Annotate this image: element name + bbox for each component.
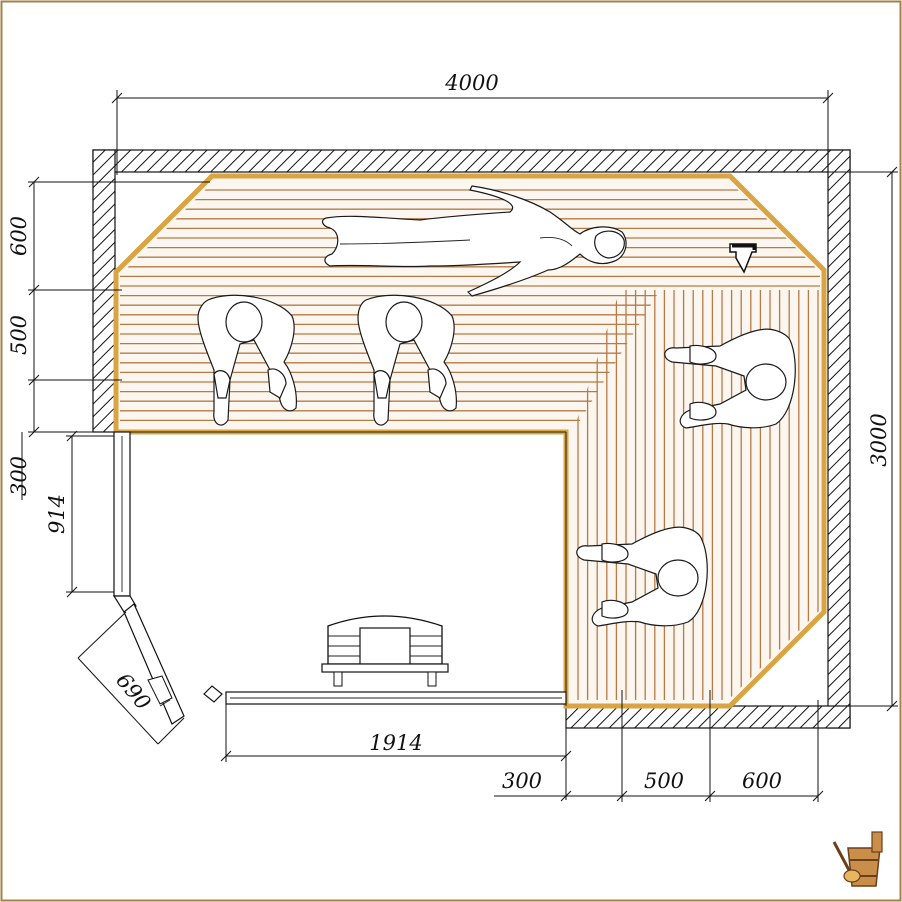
sitting-person-figure-4 — [576, 526, 708, 627]
wall-bottom — [565, 705, 851, 729]
dimension-bottom-bench: 300 500 600 — [494, 690, 824, 802]
down-arrow-icon — [729, 243, 757, 274]
sauna-stove — [321, 615, 449, 687]
dimension-door: 914 — [45, 430, 114, 598]
dim-label-1914: 1914 — [369, 731, 422, 755]
dim-label-600-bottom: 600 — [742, 769, 782, 793]
dim-label-300-bottom: 300 — [502, 769, 542, 793]
dim-label-300-left: 300 — [7, 456, 31, 496]
dimension-left: 600 500 300 — [7, 176, 210, 500]
dim-label-690: 690 — [111, 668, 155, 714]
walls — [92, 149, 851, 729]
dim-label-914: 914 — [45, 494, 69, 534]
dim-label-500-bottom: 500 — [644, 769, 684, 793]
dimension-right: 3000 — [828, 166, 898, 712]
dim-label-500-left: 500 — [7, 315, 31, 355]
glass-wall-bottom — [203, 685, 567, 705]
sitting-person-figure-1 — [197, 294, 297, 426]
dim-label-600-left: 600 — [7, 216, 31, 256]
sitting-person-figure-2 — [357, 294, 457, 426]
wall-left — [92, 149, 116, 433]
dimension-bottom-opening: 1914 — [220, 704, 572, 800]
door-left — [112, 431, 185, 725]
bench-outline — [113, 173, 827, 709]
dimension-top: 4000 — [111, 71, 834, 175]
dim-label-3000: 3000 — [867, 413, 891, 466]
bucket-ladle-logo-icon — [832, 831, 883, 887]
wall-right — [827, 149, 851, 729]
dimension-door-angled: 690 — [77, 611, 185, 745]
wall-top — [92, 149, 851, 173]
sitting-person-figure-3 — [664, 328, 796, 429]
lying-person-figure — [321, 185, 627, 297]
dim-label-4000: 4000 — [444, 71, 498, 95]
